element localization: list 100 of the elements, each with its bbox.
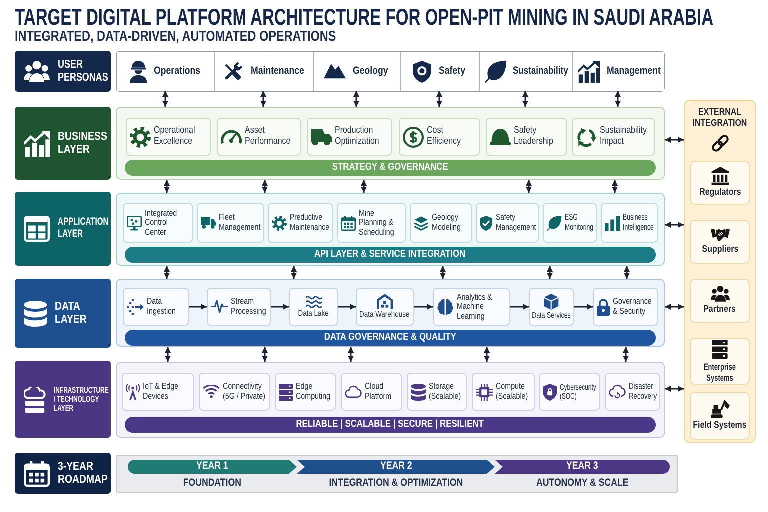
application-card bbox=[123, 203, 193, 243]
card-title: Data Lake bbox=[298, 310, 330, 320]
application-card bbox=[197, 203, 264, 243]
double-arrow bbox=[262, 347, 268, 362]
integration-card bbox=[690, 392, 750, 440]
arrow bbox=[574, 304, 593, 310]
double-arrow bbox=[612, 180, 618, 193]
banner-text: STRATEGY & GOVERNANCE bbox=[332, 162, 449, 174]
card-title: Field Systems bbox=[693, 421, 747, 432]
layer-title: USER PERSONAS bbox=[58, 58, 108, 84]
double-arrow bbox=[624, 266, 630, 279]
card-title: Cloud Platform bbox=[365, 382, 393, 402]
card-title: Disaster Recovery bbox=[629, 382, 656, 402]
infrastructure-card bbox=[341, 373, 402, 411]
layer-title: BUSINESS LAYER bbox=[58, 130, 108, 156]
double-arrow bbox=[665, 386, 684, 392]
card-title: Data Warehouse bbox=[359, 311, 411, 320]
persona-name: Management bbox=[606, 66, 660, 78]
card-title: ESG Monitoring bbox=[564, 213, 593, 233]
double-arrow bbox=[164, 180, 170, 193]
data-stage-card bbox=[593, 288, 658, 326]
double-arrow bbox=[164, 266, 170, 279]
infrastructure-card bbox=[407, 373, 467, 411]
phase-name: INTEGRATION & OPTIMIZATION bbox=[328, 478, 464, 490]
banner-text: API LAYER & SERVICE INTEGRATION bbox=[314, 249, 466, 261]
layer-panel bbox=[116, 362, 665, 438]
card-title: Geology Modeling bbox=[432, 213, 462, 233]
card-title: Enterprise Systems bbox=[702, 362, 738, 383]
subtitle: INTEGRATED, DATA-DRIVEN, AUTOMATED OPERATIONS bbox=[15, 29, 338, 46]
phase-label: YEAR 1 bbox=[196, 461, 229, 473]
infrastructure-card bbox=[122, 373, 194, 411]
banner-text: DATA GOVERNANCE & QUALITY bbox=[324, 332, 457, 344]
integration-card bbox=[690, 220, 750, 264]
double-arrow bbox=[162, 91, 168, 107]
banner-text: RELIABLE | SCALABLE | SECURE | RESILIENT bbox=[296, 419, 485, 431]
arrow bbox=[271, 304, 289, 310]
double-arrow bbox=[260, 91, 266, 107]
phase-band bbox=[128, 460, 297, 474]
double-arrow bbox=[165, 347, 171, 362]
application-card bbox=[543, 203, 597, 243]
persona-strip bbox=[116, 51, 665, 92]
card-title: Fleet Management bbox=[219, 213, 260, 233]
card-title: Asset Performance bbox=[245, 126, 292, 148]
double-arrow bbox=[484, 347, 490, 362]
card-title: Partners bbox=[703, 305, 737, 316]
data-stage-card bbox=[356, 288, 414, 326]
application-card bbox=[410, 203, 472, 243]
layer-title: 3-YEAR ROADMAP bbox=[58, 460, 108, 486]
card-title: Cost Efficiency bbox=[427, 126, 462, 148]
data-stage-card bbox=[207, 288, 271, 326]
card-title: IoT & Edge Devices bbox=[143, 382, 180, 402]
card-title: Storage (Scalable) bbox=[429, 382, 462, 402]
double-arrow bbox=[361, 180, 367, 193]
double-arrow bbox=[665, 137, 684, 143]
layer-panel bbox=[116, 107, 665, 180]
integration-card bbox=[690, 279, 750, 323]
layer-panel bbox=[116, 279, 665, 347]
card-title: Cybersecurity (SOC) bbox=[560, 382, 596, 402]
card-title: Data Services bbox=[532, 312, 571, 320]
capability-card bbox=[126, 118, 211, 156]
card-title: Regulators bbox=[698, 188, 742, 199]
card-title: Compute (Scalable) bbox=[496, 382, 530, 402]
card-title: Production Optimization bbox=[335, 126, 380, 148]
layer-header bbox=[15, 107, 111, 180]
banner-bar bbox=[125, 417, 656, 433]
data-stage-card bbox=[123, 288, 189, 326]
persona-name: Operations bbox=[154, 66, 202, 78]
banner-bar bbox=[125, 160, 656, 176]
double-arrow bbox=[440, 266, 446, 279]
double-arrow bbox=[348, 347, 354, 362]
page-title: TARGET DIGITAL PLATFORM ARCHITECTURE FOR OPEN-PIT MINING IN SAUDI ARABIA bbox=[15, 5, 714, 30]
layer-title: DATA LAYER bbox=[55, 300, 88, 326]
persona-name: Safety bbox=[438, 66, 466, 78]
arrow bbox=[414, 304, 433, 310]
application-card bbox=[268, 203, 333, 243]
application-card bbox=[601, 203, 658, 243]
persona-tile bbox=[572, 52, 664, 91]
layer-title: APPLICATION LAYER bbox=[58, 217, 108, 241]
card-title: Preductive Maintenance bbox=[290, 213, 329, 233]
infrastructure-card bbox=[605, 373, 660, 411]
infrastructure-card bbox=[199, 373, 270, 411]
double-arrow bbox=[436, 91, 442, 107]
phase-label: YEAR 2 bbox=[380, 461, 412, 473]
phase-band bbox=[297, 460, 495, 474]
layer-header bbox=[15, 192, 111, 266]
application-card bbox=[476, 203, 539, 243]
double-arrow bbox=[665, 222, 684, 228]
capability-card bbox=[486, 118, 567, 156]
data-stage-card bbox=[529, 288, 574, 326]
phase-band bbox=[495, 460, 670, 474]
card-title: Suppliers bbox=[702, 244, 738, 256]
layer-title: INFRASTRUCTURE / TECHNOLOGY LAYER bbox=[54, 386, 108, 414]
card-title: Stream Processing bbox=[231, 297, 267, 317]
double-arrow bbox=[354, 91, 360, 107]
card-title: Analytics & Machine Learning bbox=[457, 292, 494, 322]
infrastructure-card bbox=[539, 373, 600, 411]
banner-bar bbox=[125, 330, 656, 346]
persona-name: Geology bbox=[353, 66, 390, 78]
infrastructure-card bbox=[275, 373, 336, 411]
card-title: Operational Excellence bbox=[154, 126, 196, 148]
